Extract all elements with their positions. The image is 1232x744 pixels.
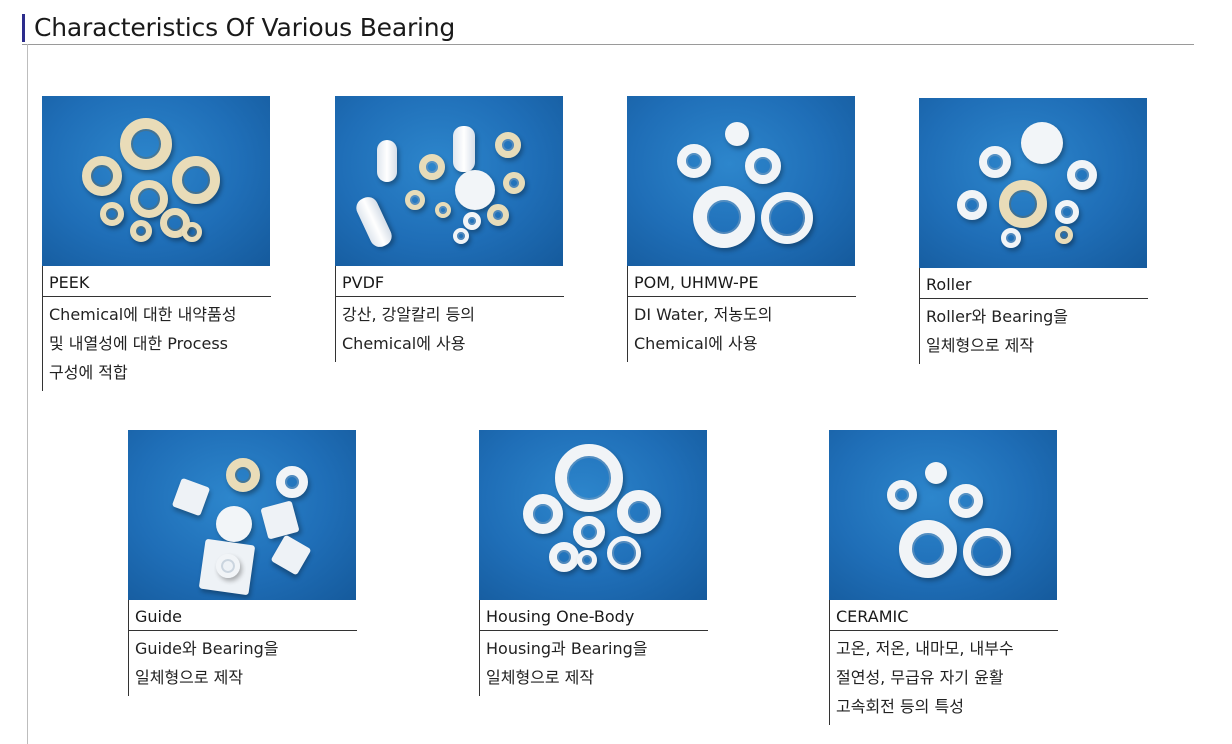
guide-bearing-photo [128,430,356,600]
bearing-description: 강산, 강알칼리 등의 Chemical에 사용 [336,297,571,362]
bearing-description: Guide와 Bearing을 일체형으로 제작 [129,631,364,696]
bearing-label: PEEK [43,266,271,297]
bearing-description: DI Water, 저농도의 Chemical에 사용 [628,297,863,362]
bearing-description: 고온, 저온, 내마모, 내부수 절연성, 무급유 자기 윤활 고속회전 등의 … [830,631,1065,725]
bearing-label: POM, UHMW-PE [628,266,856,297]
bearing-description: Chemical에 대한 내약품성 및 내열성에 대한 Process 구성에 … [43,297,278,391]
pom-bearing-photo [627,96,855,266]
description-line: 일체형으로 제작 [135,668,244,687]
bearing-label: CERAMIC [830,600,1058,631]
description-line: 고온, 저온, 내마모, 내부수 [836,639,1014,658]
description-line: Guide와 Bearing을 [135,639,279,658]
bearing-label: Housing One-Body [480,600,708,631]
description-line: 절연성, 무급유 자기 윤활 [836,668,1004,687]
bearing-card-pvdf: PVDF 강산, 강알칼리 등의 Chemical에 사용 [335,96,571,362]
bearing-label: Roller [920,268,1148,299]
description-line: 일체형으로 제작 [486,668,595,687]
description-line: Chemical에 대한 내약품성 [49,305,237,324]
description-line: Chemical에 사용 [342,334,466,353]
bearing-card-guide: Guide Guide와 Bearing을 일체형으로 제작 [128,430,364,696]
bearing-card-roller: Roller Roller와 Bearing을 일체형으로 제작 [919,98,1155,364]
ceramic-bearing-photo [829,430,1057,600]
description-line: 강산, 강알칼리 등의 [342,305,476,324]
pvdf-bearing-photo [335,96,563,266]
bearing-card-ceramic: CERAMIC 고온, 저온, 내마모, 내부수 절연성, 무급유 자기 윤활 … [829,430,1065,725]
description-line: 구성에 적합 [49,363,128,382]
content-divider-line [27,44,28,744]
bearing-label: PVDF [336,266,564,297]
description-line: Roller와 Bearing을 [926,307,1068,326]
bearing-card-peek: PEEK Chemical에 대한 내약품성 및 내열성에 대한 Process… [42,96,278,391]
bearing-card-housing: Housing One-Body Housing과 Bearing을 일체형으로… [479,430,715,696]
description-line: Housing과 Bearing을 [486,639,648,658]
peek-bearing-photo [42,96,270,266]
bearing-description: Housing과 Bearing을 일체형으로 제작 [480,631,715,696]
bearing-label: Guide [129,600,357,631]
bearing-description: Roller와 Bearing을 일체형으로 제작 [920,299,1155,364]
description-line: DI Water, 저농도의 [634,305,773,324]
description-line: 및 내열성에 대한 Process [49,334,228,353]
bearing-card-pom: POM, UHMW-PE DI Water, 저농도의 Chemical에 사용 [627,96,863,362]
description-line: 고속회전 등의 특성 [836,697,964,716]
title-accent-bar [22,14,25,42]
page-title: Characteristics Of Various Bearing [34,13,456,42]
description-line: 일체형으로 제작 [926,336,1035,355]
roller-bearing-photo [919,98,1147,268]
page-title-bar: Characteristics Of Various Bearing [22,12,1194,45]
housing-bearing-photo [479,430,707,600]
description-line: Chemical에 사용 [634,334,758,353]
